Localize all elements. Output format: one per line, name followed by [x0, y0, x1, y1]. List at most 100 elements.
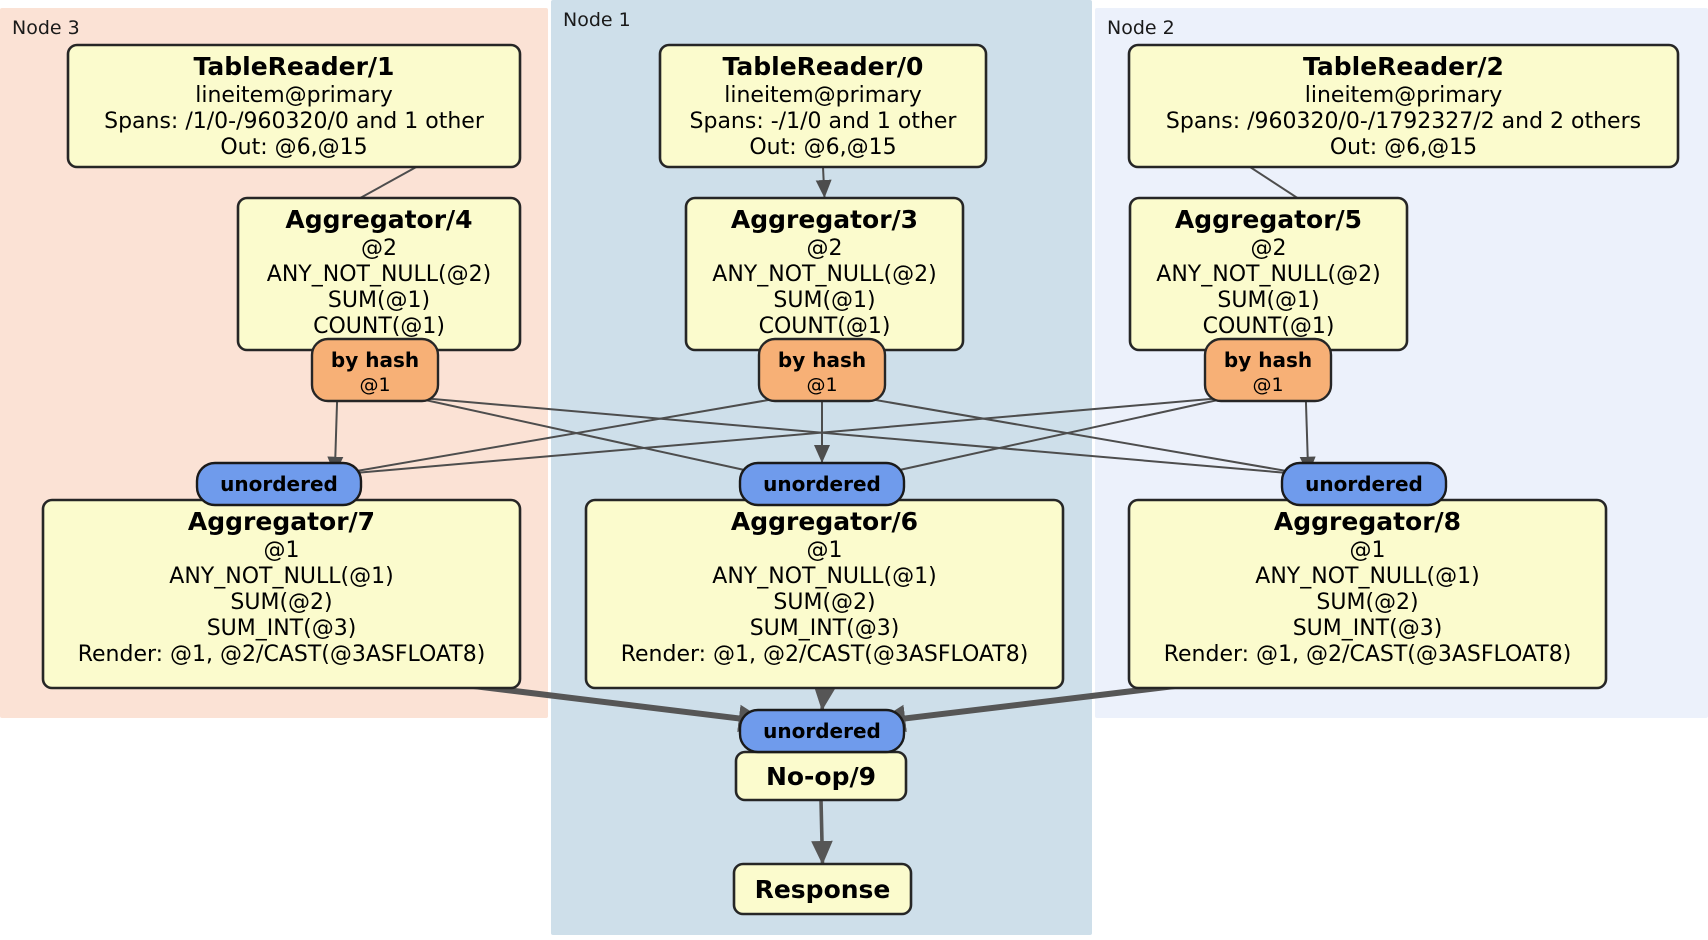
box-line-tablereader2-0: lineitem@primary: [1305, 83, 1503, 108]
box-title-tablereader1: TableReader/1: [194, 52, 395, 81]
box-noop9[interactable]: No-op/9: [734, 750, 908, 802]
box-line-aggregator8-3: SUM_INT(@3): [1293, 616, 1443, 641]
box-title-aggregator7: Aggregator/7: [188, 507, 375, 536]
box-line-aggregator6-4: Render: @1, @2/CAST(@3ASFLOAT8): [621, 642, 1029, 667]
box-line-aggregator4-1: ANY_NOT_NULL(@2): [267, 262, 491, 287]
box-line-aggregator8-0: @1: [1350, 538, 1386, 563]
box-line-aggregator6-3: SUM_INT(@3): [750, 616, 900, 641]
box-line-aggregator7-4: Render: @1, @2/CAST(@3ASFLOAT8): [78, 642, 486, 667]
edge-aggregator6-to-uo-final: [813, 685, 836, 711]
unordered-pill-bg-uo-center: [738, 461, 906, 507]
box-line-tablereader0-1: Spans: -/1/0 and 1 other: [690, 109, 958, 134]
box-outline-tablereader1: [66, 43, 522, 169]
box-line-aggregator4-2: SUM(@1): [328, 288, 430, 313]
box-aggregator8[interactable]: Aggregator/8@1ANY_NOT_NULL(@1)SUM(@2)SUM…: [1127, 498, 1608, 690]
edge-hash-right-to-uo-left: [334, 396, 1231, 482]
panel-label-node3: Node 3: [12, 17, 80, 39]
unordered-pill-label-uo-left: unordered: [220, 472, 338, 496]
box-title-aggregator4: Aggregator/4: [285, 205, 472, 234]
box-line-aggregator5-3: COUNT(@1): [1203, 314, 1335, 339]
box-outline-response: [732, 862, 913, 916]
box-line-tablereader0-0: lineitem@primary: [724, 83, 922, 108]
box-line-aggregator7-2: SUM(@2): [230, 590, 332, 615]
box-aggregator3[interactable]: Aggregator/3@2ANY_NOT_NULL(@2)SUM(@1)COU…: [684, 196, 965, 352]
hash-pill-title-hash-left: by hash: [331, 348, 419, 372]
hash-router-hash-right[interactable]: by hash@1: [1203, 337, 1333, 403]
box-line-aggregator8-1: ANY_NOT_NULL(@1): [1255, 564, 1479, 589]
unordered-pill-bg-uo-final: [738, 708, 906, 754]
box-line-aggregator6-1: ANY_NOT_NULL(@1): [712, 564, 936, 589]
hash-pill-sub-hash-left: @1: [359, 374, 390, 396]
box-aggregator6[interactable]: Aggregator/6@1ANY_NOT_NULL(@1)SUM(@2)SUM…: [584, 498, 1065, 690]
box-outline-tablereader0: [658, 43, 988, 169]
box-line-aggregator5-2: SUM(@1): [1217, 288, 1319, 313]
box-title-noop9: No-op/9: [766, 762, 876, 791]
edge-hash-left-to-uo-right: [412, 396, 1309, 482]
unordered-pill-bg-uo-right: [1280, 461, 1448, 507]
box-line-tablereader2-2: Out: @6,@15: [1330, 135, 1477, 160]
box-line-aggregator6-0: @1: [807, 538, 843, 563]
hash-pill-sub-hash-center: @1: [806, 374, 837, 396]
hash-pill-bg-hash-center: [757, 337, 887, 403]
box-line-aggregator3-3: COUNT(@1): [759, 314, 891, 339]
box-line-tablereader0-2: Out: @6,@15: [749, 135, 896, 160]
box-line-aggregator8-2: SUM(@2): [1316, 590, 1418, 615]
box-title-response: Response: [755, 875, 891, 904]
unordered-pill-label-uo-right: unordered: [1305, 472, 1423, 496]
hash-pill-bg-hash-right: [1203, 337, 1333, 403]
hash-pill-title-hash-center: by hash: [778, 348, 866, 372]
unordered-router-uo-final[interactable]: unordered: [738, 708, 906, 754]
box-line-tablereader1-0: lineitem@primary: [195, 83, 393, 108]
box-line-aggregator3-2: SUM(@1): [773, 288, 875, 313]
box-line-aggregator4-0: @2: [361, 236, 397, 261]
box-outline-tablereader2: [1127, 43, 1680, 169]
hash-pill-sub-hash-right: @1: [1252, 374, 1283, 396]
hash-router-hash-center[interactable]: by hash@1: [757, 337, 887, 403]
hash-router-hash-left[interactable]: by hash@1: [310, 337, 440, 403]
box-line-aggregator4-3: COUNT(@1): [313, 314, 445, 339]
hash-pill-bg-hash-left: [310, 337, 440, 403]
edge-hash-right-to-uo-center: [877, 396, 1231, 479]
box-title-aggregator3: Aggregator/3: [731, 205, 918, 234]
box-title-aggregator8: Aggregator/8: [1274, 507, 1461, 536]
edge-tablereader0-to-aggregator3: [815, 166, 832, 199]
box-line-tablereader2-1: Spans: /960320/0-/1792327/2 and 2 others: [1166, 109, 1641, 134]
unordered-router-uo-left[interactable]: unordered: [195, 461, 363, 507]
edge-hash-center-to-uo-right: [859, 396, 1309, 480]
unordered-pill-label-uo-center: unordered: [763, 472, 881, 496]
unordered-pill-label-uo-final: unordered: [763, 719, 881, 743]
box-line-aggregator6-2: SUM(@2): [773, 590, 875, 615]
box-aggregator4[interactable]: Aggregator/4@2ANY_NOT_NULL(@2)SUM(@1)COU…: [236, 196, 522, 352]
panel-label-node2: Node 2: [1107, 17, 1175, 39]
unordered-pill-bg-uo-left: [195, 461, 363, 507]
edge-noop9-to-response: [811, 799, 833, 865]
box-line-aggregator7-0: @1: [264, 538, 300, 563]
box-title-tablereader0: TableReader/0: [723, 52, 924, 81]
box-line-aggregator8-4: Render: @1, @2/CAST(@3ASFLOAT8): [1164, 642, 1572, 667]
hash-pill-title-hash-right: by hash: [1224, 348, 1312, 372]
box-line-aggregator7-3: SUM_INT(@3): [207, 616, 357, 641]
unordered-router-uo-center[interactable]: unordered: [738, 461, 906, 507]
box-line-tablereader1-2: Out: @6,@15: [220, 135, 367, 160]
box-line-aggregator3-1: ANY_NOT_NULL(@2): [712, 262, 936, 287]
panel-label-node1: Node 1: [563, 9, 631, 31]
box-aggregator5[interactable]: Aggregator/5@2ANY_NOT_NULL(@2)SUM(@1)COU…: [1128, 196, 1409, 352]
unordered-router-uo-right[interactable]: unordered: [1280, 461, 1448, 507]
edge-hash-center-to-uo-left: [334, 396, 785, 480]
box-line-aggregator5-1: ANY_NOT_NULL(@2): [1156, 262, 1380, 287]
box-line-aggregator5-0: @2: [1251, 236, 1287, 261]
edge-hash-left-to-uo-center: [412, 396, 767, 479]
box-title-tablereader2: TableReader/2: [1303, 52, 1504, 81]
box-line-tablereader1-1: Spans: /1/0-/960320/0 and 1 other: [104, 109, 485, 134]
box-response[interactable]: Response: [732, 862, 913, 916]
box-title-aggregator6: Aggregator/6: [731, 507, 918, 536]
box-line-aggregator7-1: ANY_NOT_NULL(@1): [169, 564, 393, 589]
box-line-aggregator3-0: @2: [807, 236, 843, 261]
box-aggregator7[interactable]: Aggregator/7@1ANY_NOT_NULL(@1)SUM(@2)SUM…: [41, 498, 522, 690]
